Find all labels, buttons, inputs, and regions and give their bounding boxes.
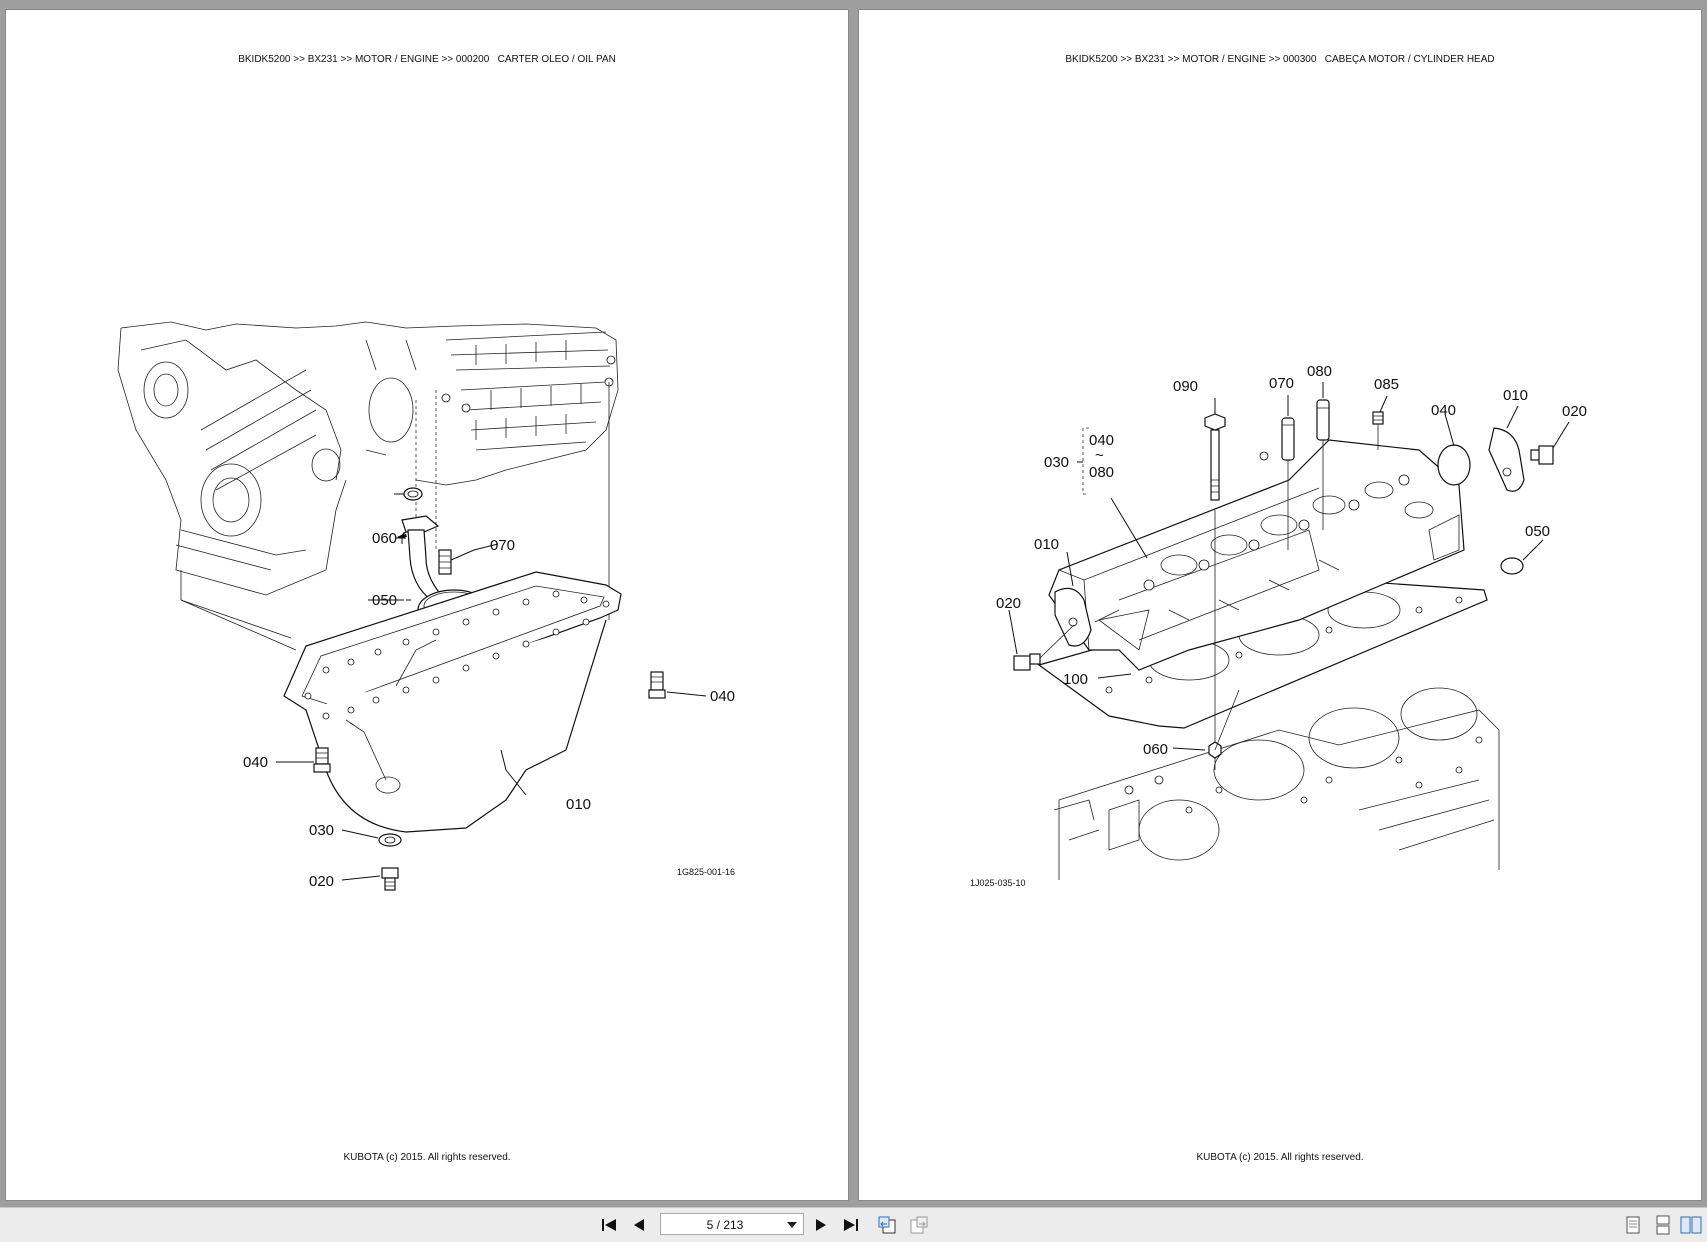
previous-view-button[interactable]: [876, 1214, 898, 1236]
continuous-view-icon: [1656, 1215, 1670, 1235]
chevron-down-icon: [787, 1222, 797, 1228]
valve-guide-080: [1316, 399, 1330, 441]
facing-pages-view-button[interactable]: [1680, 1214, 1702, 1236]
oil-pan-010: [283, 571, 622, 833]
facing-pages-view-icon: [1680, 1216, 1702, 1234]
callout-020: 020: [309, 873, 334, 890]
callout-100: 100: [1063, 671, 1088, 688]
callout-070: 070: [490, 537, 515, 554]
callout-080-range: 080: [1089, 464, 1114, 481]
previous-view-icon: [878, 1216, 896, 1234]
valve-guide-070: [1281, 417, 1295, 461]
first-page-button[interactable]: [598, 1214, 620, 1236]
bolt-040-left: [313, 747, 331, 773]
callout-070: 070: [1269, 375, 1294, 392]
cylinder-block-illustration: [1053, 687, 1500, 880]
page-number-input[interactable]: [661, 1214, 789, 1236]
cylinder-head-diagram: 090 070 080 085 040 010 020 040 ~ 080 03…: [970, 363, 1587, 888]
last-page-button[interactable]: [840, 1214, 862, 1236]
next-view-icon: [910, 1216, 928, 1234]
document-page-right: BKIDK5200 >> BX231 >> MOTOR / ENGINE >> …: [859, 10, 1701, 1200]
callout-050: 050: [1525, 523, 1550, 540]
engine-block-illustration: [117, 321, 619, 639]
callout-040-left: 040: [243, 754, 268, 771]
head-bolt-090: [1204, 413, 1226, 501]
fitting-020-right: [1530, 445, 1554, 465]
fitting-020-left: [1013, 653, 1041, 671]
page-header: BKIDK5200 >> BX231 >> MOTOR / ENGINE >> …: [238, 54, 616, 65]
callout-020-left: 020: [996, 595, 1021, 612]
page-footer: KUBOTA (c) 2015. All rights reserved.: [343, 1152, 511, 1163]
callout-010-right: 010: [1503, 387, 1528, 404]
callout-040-range: 040: [1089, 432, 1114, 449]
drain-plug-020: [381, 867, 399, 891]
next-page-button[interactable]: [810, 1214, 832, 1236]
continuous-view-button[interactable]: [1652, 1214, 1674, 1236]
gasket-010-right: [1488, 427, 1525, 492]
callout-030: 030: [309, 822, 334, 839]
callout-040-right: 040: [1431, 402, 1456, 419]
figure-code: 1G825-001-16: [677, 867, 735, 877]
single-page-view-icon: [1626, 1216, 1640, 1234]
callout-030: 030: [1044, 454, 1069, 471]
page-number-box[interactable]: [660, 1213, 804, 1236]
oil-pan-diagram: 060 070 050 040 040 010 030 020 1G825-00…: [117, 321, 735, 891]
single-page-view-button[interactable]: [1622, 1214, 1644, 1236]
next-page-icon: [816, 1219, 826, 1231]
last-page-icon: [844, 1219, 858, 1231]
previous-page-button[interactable]: [628, 1214, 650, 1236]
head-gasket-100: [1037, 579, 1488, 729]
next-view-button[interactable]: [908, 1214, 930, 1236]
callout-range-tilde: ~: [1095, 447, 1104, 464]
callout-060: 060: [372, 530, 397, 547]
page-header: BKIDK5200 >> BX231 >> MOTOR / ENGINE >> …: [1065, 54, 1495, 65]
document-page-left: BKIDK5200 >> BX231 >> MOTOR / ENGINE >> …: [6, 10, 848, 1200]
callout-050: 050: [372, 592, 397, 609]
plug-050: [1500, 557, 1524, 575]
gasket-010-left: [1054, 587, 1092, 647]
callout-085: 085: [1374, 376, 1399, 393]
callout-020-right: 020: [1562, 403, 1587, 420]
figure-code: 1J025-035-10: [970, 878, 1026, 888]
previous-page-icon: [634, 1219, 644, 1231]
page-footer: KUBOTA (c) 2015. All rights reserved.: [1196, 1152, 1364, 1163]
callout-090: 090: [1173, 378, 1198, 395]
callout-040-right: 040: [710, 688, 735, 705]
callout-010-left: 010: [1034, 536, 1059, 553]
first-page-icon: [602, 1219, 616, 1231]
page-dropdown-button[interactable]: [785, 1219, 799, 1231]
bolt-040-right: [648, 671, 666, 699]
expansion-plug-040: [1437, 444, 1471, 486]
callout-080: 080: [1307, 363, 1332, 380]
plug-085: [1372, 411, 1384, 425]
viewer-toolbar: [0, 1207, 1707, 1242]
callout-060: 060: [1143, 741, 1168, 758]
union-070: [438, 549, 452, 575]
callout-010: 010: [566, 796, 591, 813]
